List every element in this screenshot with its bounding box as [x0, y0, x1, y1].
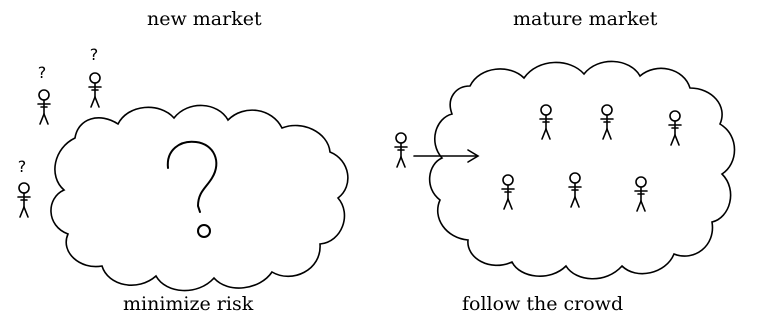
minimize-risk-caption: minimize risk	[123, 293, 254, 315]
crowd-person-icon	[568, 172, 582, 208]
crowd-person-icon	[539, 104, 553, 140]
person-icon	[88, 72, 102, 108]
crowd-person-icon	[668, 110, 682, 146]
big-question-mark-icon	[166, 140, 218, 238]
follow-the-crowd-caption: follow the crowd	[462, 293, 624, 315]
person-icon	[37, 89, 51, 125]
arrow-right-icon	[413, 149, 480, 163]
crowd-person-icon	[600, 104, 614, 140]
crowd-person-icon	[634, 176, 648, 212]
crowd-person-icon	[501, 174, 515, 210]
question-mark-icon: ?	[89, 45, 99, 64]
mature-market-title: mature market	[513, 8, 658, 30]
walking-person-icon	[394, 132, 408, 168]
new-market-cloud	[50, 104, 349, 292]
new-market-title: new market	[147, 8, 262, 30]
question-mark-icon: ?	[37, 63, 47, 82]
mature-market-cloud	[428, 60, 736, 280]
person-icon	[17, 182, 31, 218]
question-mark-icon: ?	[17, 157, 27, 176]
